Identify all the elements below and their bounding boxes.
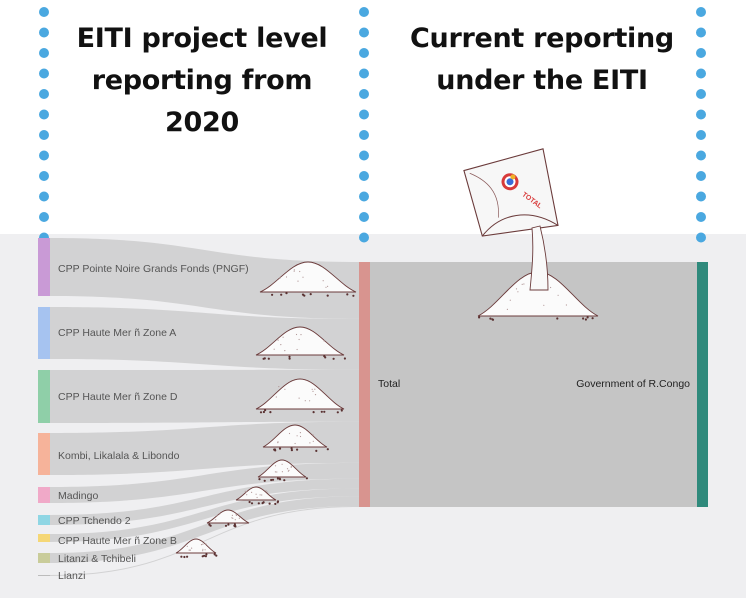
source-label: Madingo xyxy=(58,490,98,502)
divider-dot xyxy=(39,171,49,181)
divider-dot xyxy=(359,69,369,79)
divider-dot xyxy=(696,130,706,140)
divider-dot xyxy=(696,151,706,161)
divider-dot xyxy=(359,28,369,38)
divider-dot xyxy=(359,192,369,202)
divider-dot xyxy=(359,48,369,58)
source-node xyxy=(38,515,50,525)
divider-dot xyxy=(39,110,49,120)
divider-dot xyxy=(696,69,706,79)
source-node xyxy=(38,238,50,296)
divider-dot xyxy=(359,130,369,140)
divider-dot xyxy=(39,192,49,202)
source-label: CPP Tchendo 2 xyxy=(58,515,131,527)
source-label: Litanzi & Tchibeli xyxy=(58,553,136,565)
total-node xyxy=(359,262,370,507)
divider-dot xyxy=(359,151,369,161)
divider-dot xyxy=(39,89,49,99)
divider-dot xyxy=(359,233,369,243)
divider-dot xyxy=(39,212,49,222)
divider-dot xyxy=(359,110,369,120)
divider-dot xyxy=(359,7,369,17)
source-node xyxy=(38,553,50,563)
heading-left: EITI project level reporting from 2020 xyxy=(52,18,352,144)
source-label: CPP Haute Mer ñ Zone D xyxy=(58,391,178,403)
divider-dot xyxy=(359,89,369,99)
heading-left-line-2: reporting from xyxy=(52,60,352,102)
heading-right-line-2: under the EITI xyxy=(392,60,692,102)
source-label: CPP Haute Mer ñ Zone A xyxy=(58,327,176,339)
divider-dot xyxy=(39,69,49,79)
bag-icon: TOTAL xyxy=(463,149,561,245)
government-label: Government of R.Congo xyxy=(576,378,690,390)
divider-dot xyxy=(39,130,49,140)
divider-dot xyxy=(696,110,706,120)
source-label: Lianzi xyxy=(58,570,85,582)
heading-right: Current reporting under the EITI xyxy=(392,18,692,102)
source-node xyxy=(38,487,50,503)
divider-dot xyxy=(696,171,706,181)
divider-dot xyxy=(696,28,706,38)
divider-dot xyxy=(359,171,369,181)
source-node xyxy=(38,534,50,542)
source-node xyxy=(38,307,50,359)
total-label: Total xyxy=(378,378,400,390)
heading-right-line-1: Current reporting xyxy=(392,18,692,60)
divider-dot xyxy=(39,28,49,38)
divider-dot xyxy=(696,212,706,222)
source-label: Kombi, Likalala & Libondo xyxy=(58,450,180,462)
source-label: CPP Pointe Noire Grands Fonds (PNGF) xyxy=(58,263,249,275)
source-node xyxy=(38,575,50,576)
heading-left-line-3: 2020 xyxy=(52,102,352,144)
heading-left-line-1: EITI project level xyxy=(52,18,352,60)
divider-dot xyxy=(359,212,369,222)
divider-dot xyxy=(39,7,49,17)
source-node xyxy=(38,370,50,423)
source-node xyxy=(38,433,50,475)
divider-dot xyxy=(696,48,706,58)
divider-dot xyxy=(696,233,706,243)
government-node xyxy=(697,262,708,507)
divider-dot xyxy=(696,89,706,99)
divider-dot xyxy=(39,151,49,161)
divider-dot xyxy=(39,48,49,58)
divider-dot xyxy=(696,192,706,202)
divider-dot xyxy=(696,7,706,17)
source-label: CPP Haute Mer ñ Zone B xyxy=(58,535,177,547)
